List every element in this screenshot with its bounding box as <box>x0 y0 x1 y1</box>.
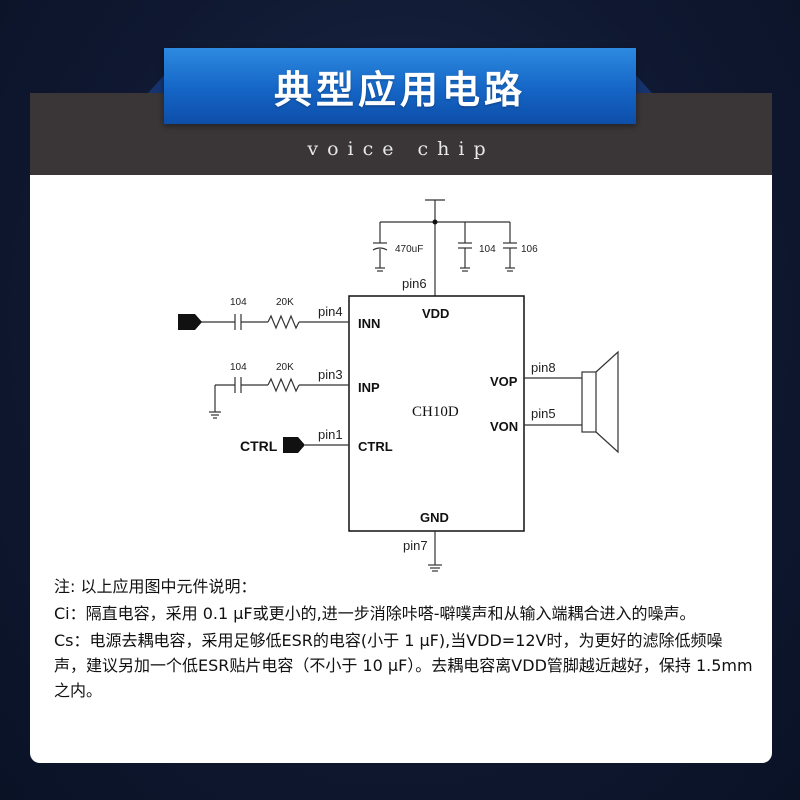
notes-heading: 注: 以上应用图中元件说明： <box>54 577 257 596</box>
ctrl-signal-label: CTRL <box>240 438 278 454</box>
cap-106-label: 106 <box>521 244 538 255</box>
pin3-label: pin3 <box>318 367 343 382</box>
res-20k-inp <box>267 377 300 393</box>
notes-ci: Ci：隔直电容，采用 0.1 μF或更小的,进一步消除咔嗒-噼噗声和从输入端耦合… <box>54 604 696 623</box>
content-card <box>30 93 772 763</box>
pin-vdd-label: VDD <box>422 306 449 321</box>
junction-dot <box>432 219 438 225</box>
speaker-coil <box>581 371 597 433</box>
res-20k-inp-label: 20K <box>276 362 294 373</box>
speaker-cone <box>595 350 619 454</box>
pin-ctrl-label: CTRL <box>358 439 393 454</box>
cap-104-inp-label: 104 <box>230 362 247 373</box>
chip-body <box>348 295 525 532</box>
page-subtitle: voice chip <box>307 138 495 160</box>
pin-inp-label: INP <box>358 380 380 395</box>
ctrl-input-flag <box>283 437 305 453</box>
pin7-label: pin7 <box>403 538 428 553</box>
cap-470-curve <box>372 247 388 251</box>
cap-104-inn-label: 104 <box>230 297 247 308</box>
pin4-label: pin4 <box>318 304 343 319</box>
notes-section: 注: 以上应用图中元件说明： Ci：隔直电容，采用 0.1 μF或更小的,进一步… <box>54 574 754 705</box>
cap-104-vdd-label: 104 <box>479 244 496 255</box>
res-20k-inn <box>267 314 300 330</box>
pin1-label: pin1 <box>318 427 343 442</box>
page-title: 典型应用电路 <box>273 67 526 112</box>
pin-von-label: VON <box>490 419 518 434</box>
inn-input-flag <box>178 314 202 330</box>
cap-470-label: 470uF <box>395 244 423 255</box>
notes-cs: Cs：电源去耦电容，采用足够低ESR的电容(小于 1 μF),当VDD=12V时… <box>54 631 753 700</box>
pin-gnd-label: GND <box>420 510 449 525</box>
chip-name-label: CH10D <box>412 404 459 420</box>
pin5-label: pin5 <box>531 406 556 421</box>
pin6-label: pin6 <box>402 276 427 291</box>
title-banner: 典型应用电路 <box>164 48 636 124</box>
pin-vop-label: VOP <box>490 374 518 389</box>
pin-inn-label: INN <box>358 316 380 331</box>
pin8-label: pin8 <box>531 360 556 375</box>
res-20k-inn-label: 20K <box>276 297 294 308</box>
